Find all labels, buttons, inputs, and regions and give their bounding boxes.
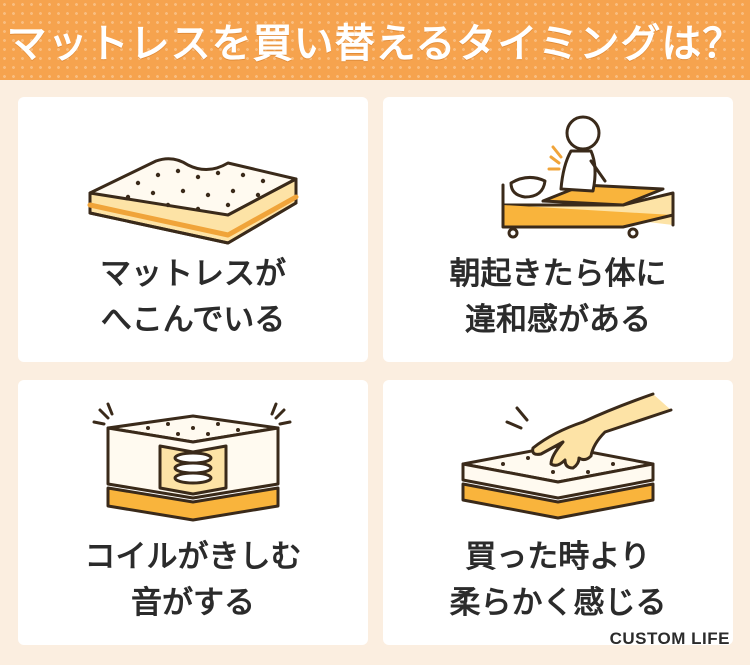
caption-line-2: 違和感がある	[465, 302, 651, 338]
card-squeaky-coils: コイルがきしむ 音がする	[18, 380, 368, 645]
coil-spring-mattress-icon	[68, 388, 318, 528]
brand-logo: CUSTOM LIFE	[609, 629, 730, 648]
caption-line-1: マットレスが	[100, 256, 286, 292]
caption-line-1: 買った時より	[465, 539, 651, 575]
caption-line-1: コイルがきしむ	[84, 539, 302, 575]
hand-pressing-mattress-icon	[433, 388, 683, 528]
card-caption: 買った時より 柔らかく感じる	[383, 534, 733, 626]
card-sagging-mattress: マットレスが へこんでいる	[18, 97, 368, 362]
card-caption: 朝起きたら体に 違和感がある	[383, 251, 733, 343]
caption-line-2: 柔らかく感じる	[449, 585, 667, 621]
sagging-mattress-icon	[68, 105, 318, 245]
caption-line-2: へこんでいる	[100, 302, 286, 338]
card-caption: マットレスが へこんでいる	[18, 251, 368, 343]
person-back-pain-icon	[433, 105, 683, 245]
page-title: マットレスを買い替えるタイミングは？	[6, 21, 744, 67]
caption-line-2: 音がする	[131, 585, 255, 621]
card-softer-feel: 買った時より 柔らかく感じる	[383, 380, 733, 645]
caption-line-1: 朝起きたら体に	[449, 256, 667, 292]
card-body-discomfort: 朝起きたら体に 違和感がある	[383, 97, 733, 362]
card-caption: コイルがきしむ 音がする	[18, 534, 368, 626]
header-banner: マットレスを買い替えるタイミングは？	[0, 0, 750, 80]
